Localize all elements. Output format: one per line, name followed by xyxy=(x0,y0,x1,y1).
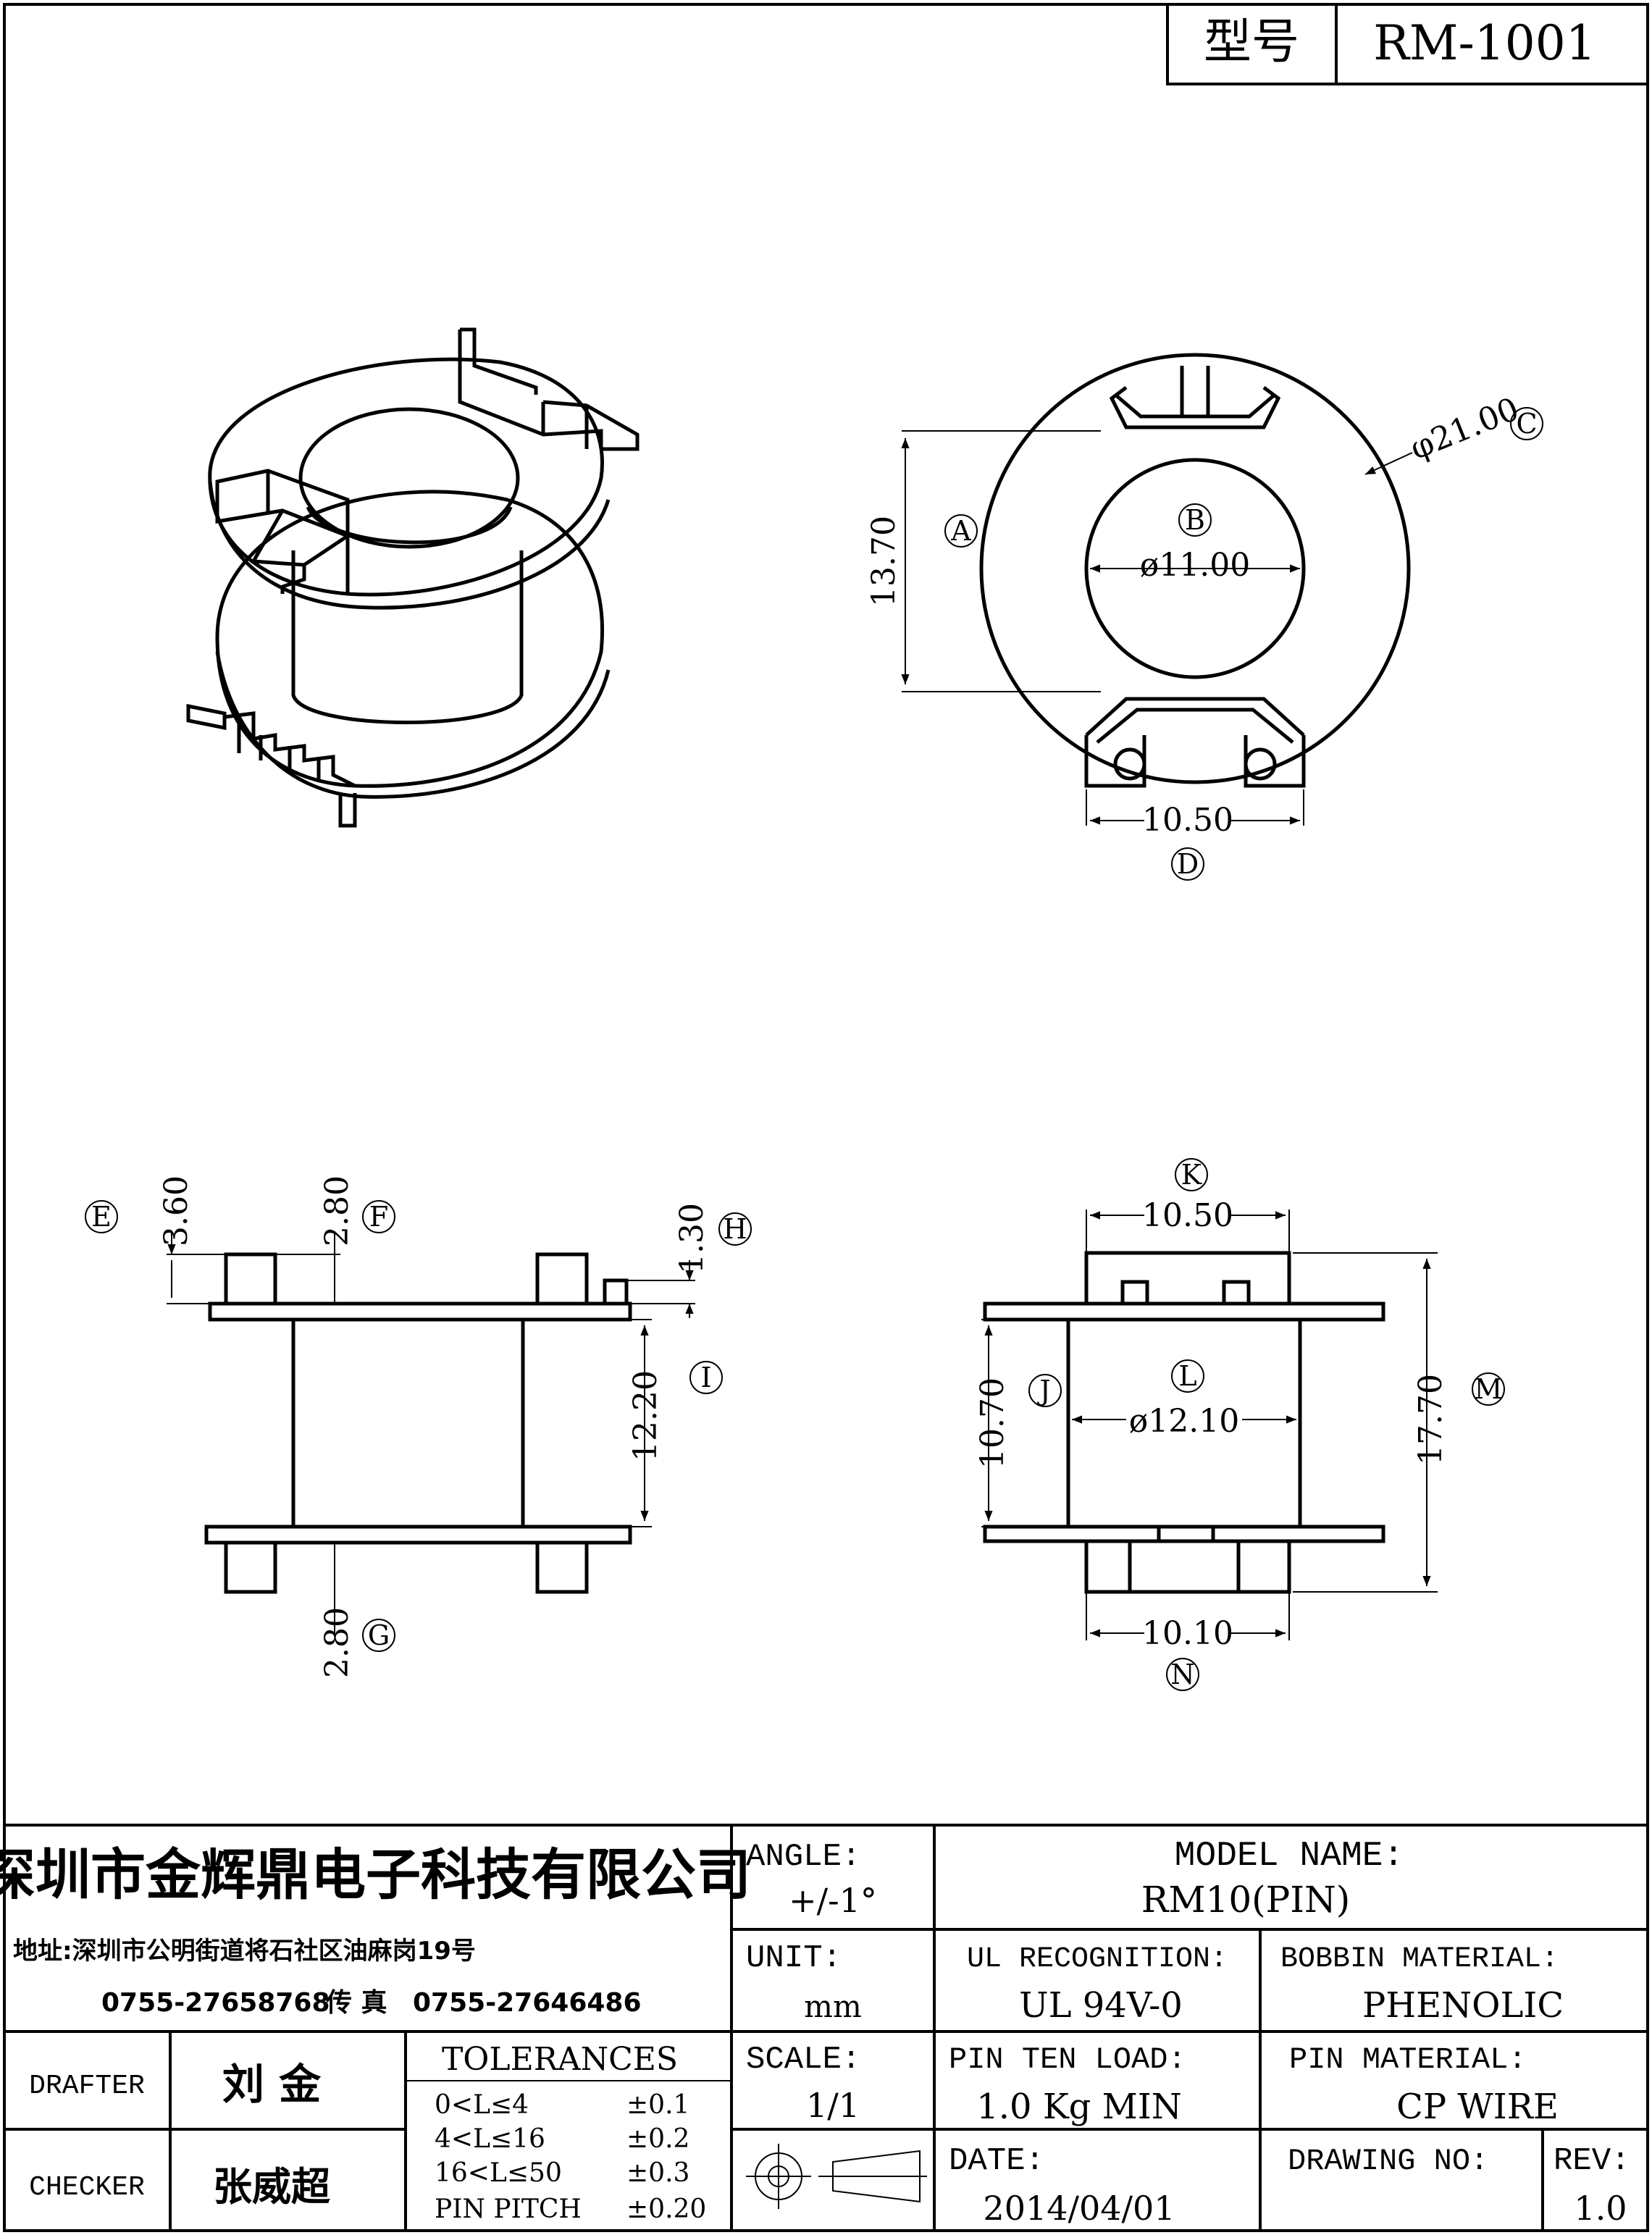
pin-material-value: CP WIRE xyxy=(1396,2087,1559,2127)
dim-f-value: 2.80 xyxy=(319,1175,356,1246)
tag-g: G xyxy=(368,1619,390,1651)
isometric-view xyxy=(186,327,640,828)
scale-label: SCALE: xyxy=(746,2042,860,2078)
angle-label: ANGLE: xyxy=(746,1839,860,1875)
company-address: 地址:深圳市公明街道将石社区油麻岗19号 xyxy=(13,1937,476,1966)
company-fax: 0755-27646486 xyxy=(413,1988,642,2018)
angle-value: +/-1° xyxy=(789,1881,877,1920)
rev-value: 1.0 xyxy=(1574,2189,1627,2228)
drafter-label: DRAFTER xyxy=(29,2071,145,2102)
pin-load-value: 1.0 Kg MIN xyxy=(976,2087,1182,2127)
dim-a-value: 13.70 xyxy=(865,516,902,607)
bobbin-label: BOBBIN MATERIAL: xyxy=(1280,1943,1559,1976)
drawing-no-label: DRAWING NO: xyxy=(1288,2144,1488,2179)
dim-b-value: ø11.00 xyxy=(1140,547,1250,584)
bobbin-value: PHENOLIC xyxy=(1362,1985,1564,2026)
scale-value: 1/1 xyxy=(806,2086,860,2125)
tolerance-range-3: 16<L≤50 xyxy=(435,2158,562,2188)
dim-e-value: 3.60 xyxy=(158,1175,195,1246)
pin-load-label: PIN TEN LOAD: xyxy=(949,2042,1186,2077)
ul-label: UL RECOGNITION: xyxy=(967,1943,1228,1976)
unit-label: UNIT: xyxy=(746,1940,842,1976)
projection-symbol-icon xyxy=(746,2144,927,2209)
dim-c-value: φ21.00 xyxy=(1405,390,1524,467)
pin-material-label: PIN MATERIAL: xyxy=(1289,2042,1527,2077)
date-value: 2014/04/01 xyxy=(983,2189,1175,2228)
tolerance-range-4: PIN PITCH xyxy=(435,2194,582,2224)
title-block: 深圳市金辉鼎电子科技有限公司 地址:深圳市公明街道将石社区油麻岗19号 0755… xyxy=(0,1824,1648,2231)
tag-h: H xyxy=(723,1213,747,1245)
tag-n: N xyxy=(1170,1659,1194,1690)
tag-f: F xyxy=(369,1201,388,1233)
tag-k: K xyxy=(1181,1159,1202,1191)
tolerance-value-3: ±0.3 xyxy=(626,2158,689,2188)
sheet-border xyxy=(3,3,1649,2232)
dim-k-value: 10.50 xyxy=(1142,1197,1233,1234)
top-view: 13.70 A B ø11.00 φ21.00 C 10.50 D xyxy=(865,353,1543,881)
date-label: DATE: xyxy=(949,2143,1044,2179)
dim-d-value: 10.50 xyxy=(1142,802,1233,839)
dim-m-value: 17.70 xyxy=(1412,1374,1449,1465)
checker-label: CHECKER xyxy=(29,2172,145,2203)
model-name-value: RM10(PIN) xyxy=(1141,1879,1351,1921)
tolerance-value-2: ±0.2 xyxy=(626,2124,689,2154)
tag-i: I xyxy=(700,1362,711,1393)
tag-c: C xyxy=(1516,408,1537,440)
company-name: 深圳市金辉鼎电子科技有限公司 xyxy=(0,1842,751,1907)
tolerance-value-4: ±0.20 xyxy=(626,2194,706,2224)
model-label: 型号 xyxy=(1204,14,1299,70)
dim-n-value: 10.10 xyxy=(1142,1615,1233,1652)
model-value: RM-1001 xyxy=(1373,15,1596,71)
dim-l-value: ø12.10 xyxy=(1129,1403,1239,1440)
tolerances-label: TOLERANCES xyxy=(442,2041,678,2078)
tag-l: L xyxy=(1178,1360,1196,1392)
tag-j: J xyxy=(1036,1375,1050,1406)
tolerance-range-1: 0<L≤4 xyxy=(435,2090,529,2120)
model-header-box: 型号 RM-1001 xyxy=(1166,3,1649,85)
ul-value: UL 94V-0 xyxy=(1019,1985,1183,2026)
tag-a: A xyxy=(950,515,971,547)
tag-m: M xyxy=(1475,1373,1503,1405)
checker-value: 张威超 xyxy=(213,2164,331,2210)
front-view: 10.50 K 10.70 J ø12.10 L 17.70 M 10.10 N xyxy=(974,1158,1505,1691)
dim-g-value: 2.80 xyxy=(319,1607,356,1678)
tolerance-value-1: ±0.1 xyxy=(626,2090,689,2120)
dim-h-value: 1.30 xyxy=(674,1203,710,1274)
tolerance-range-2: 4<L≤16 xyxy=(435,2124,545,2154)
side-view: 3.60 E 2.80 F 1.30 H 12.20 I 2.80 G xyxy=(85,1175,752,1678)
fax-label: 传 真 xyxy=(325,1988,387,2018)
drafter-value: 刘 金 xyxy=(222,2060,322,2109)
tag-e: E xyxy=(91,1201,112,1233)
dim-i-value: 12.20 xyxy=(627,1370,664,1462)
model-name-label: MODEL NAME: xyxy=(1175,1837,1404,1876)
tag-d: D xyxy=(1177,848,1199,880)
company-phone: 0755-27658768 xyxy=(101,1988,330,2018)
tag-b: B xyxy=(1185,504,1205,536)
unit-value: mm xyxy=(804,1989,862,2024)
rev-label: REV: xyxy=(1554,2143,1630,2179)
dim-j-value: 10.70 xyxy=(974,1378,1011,1469)
